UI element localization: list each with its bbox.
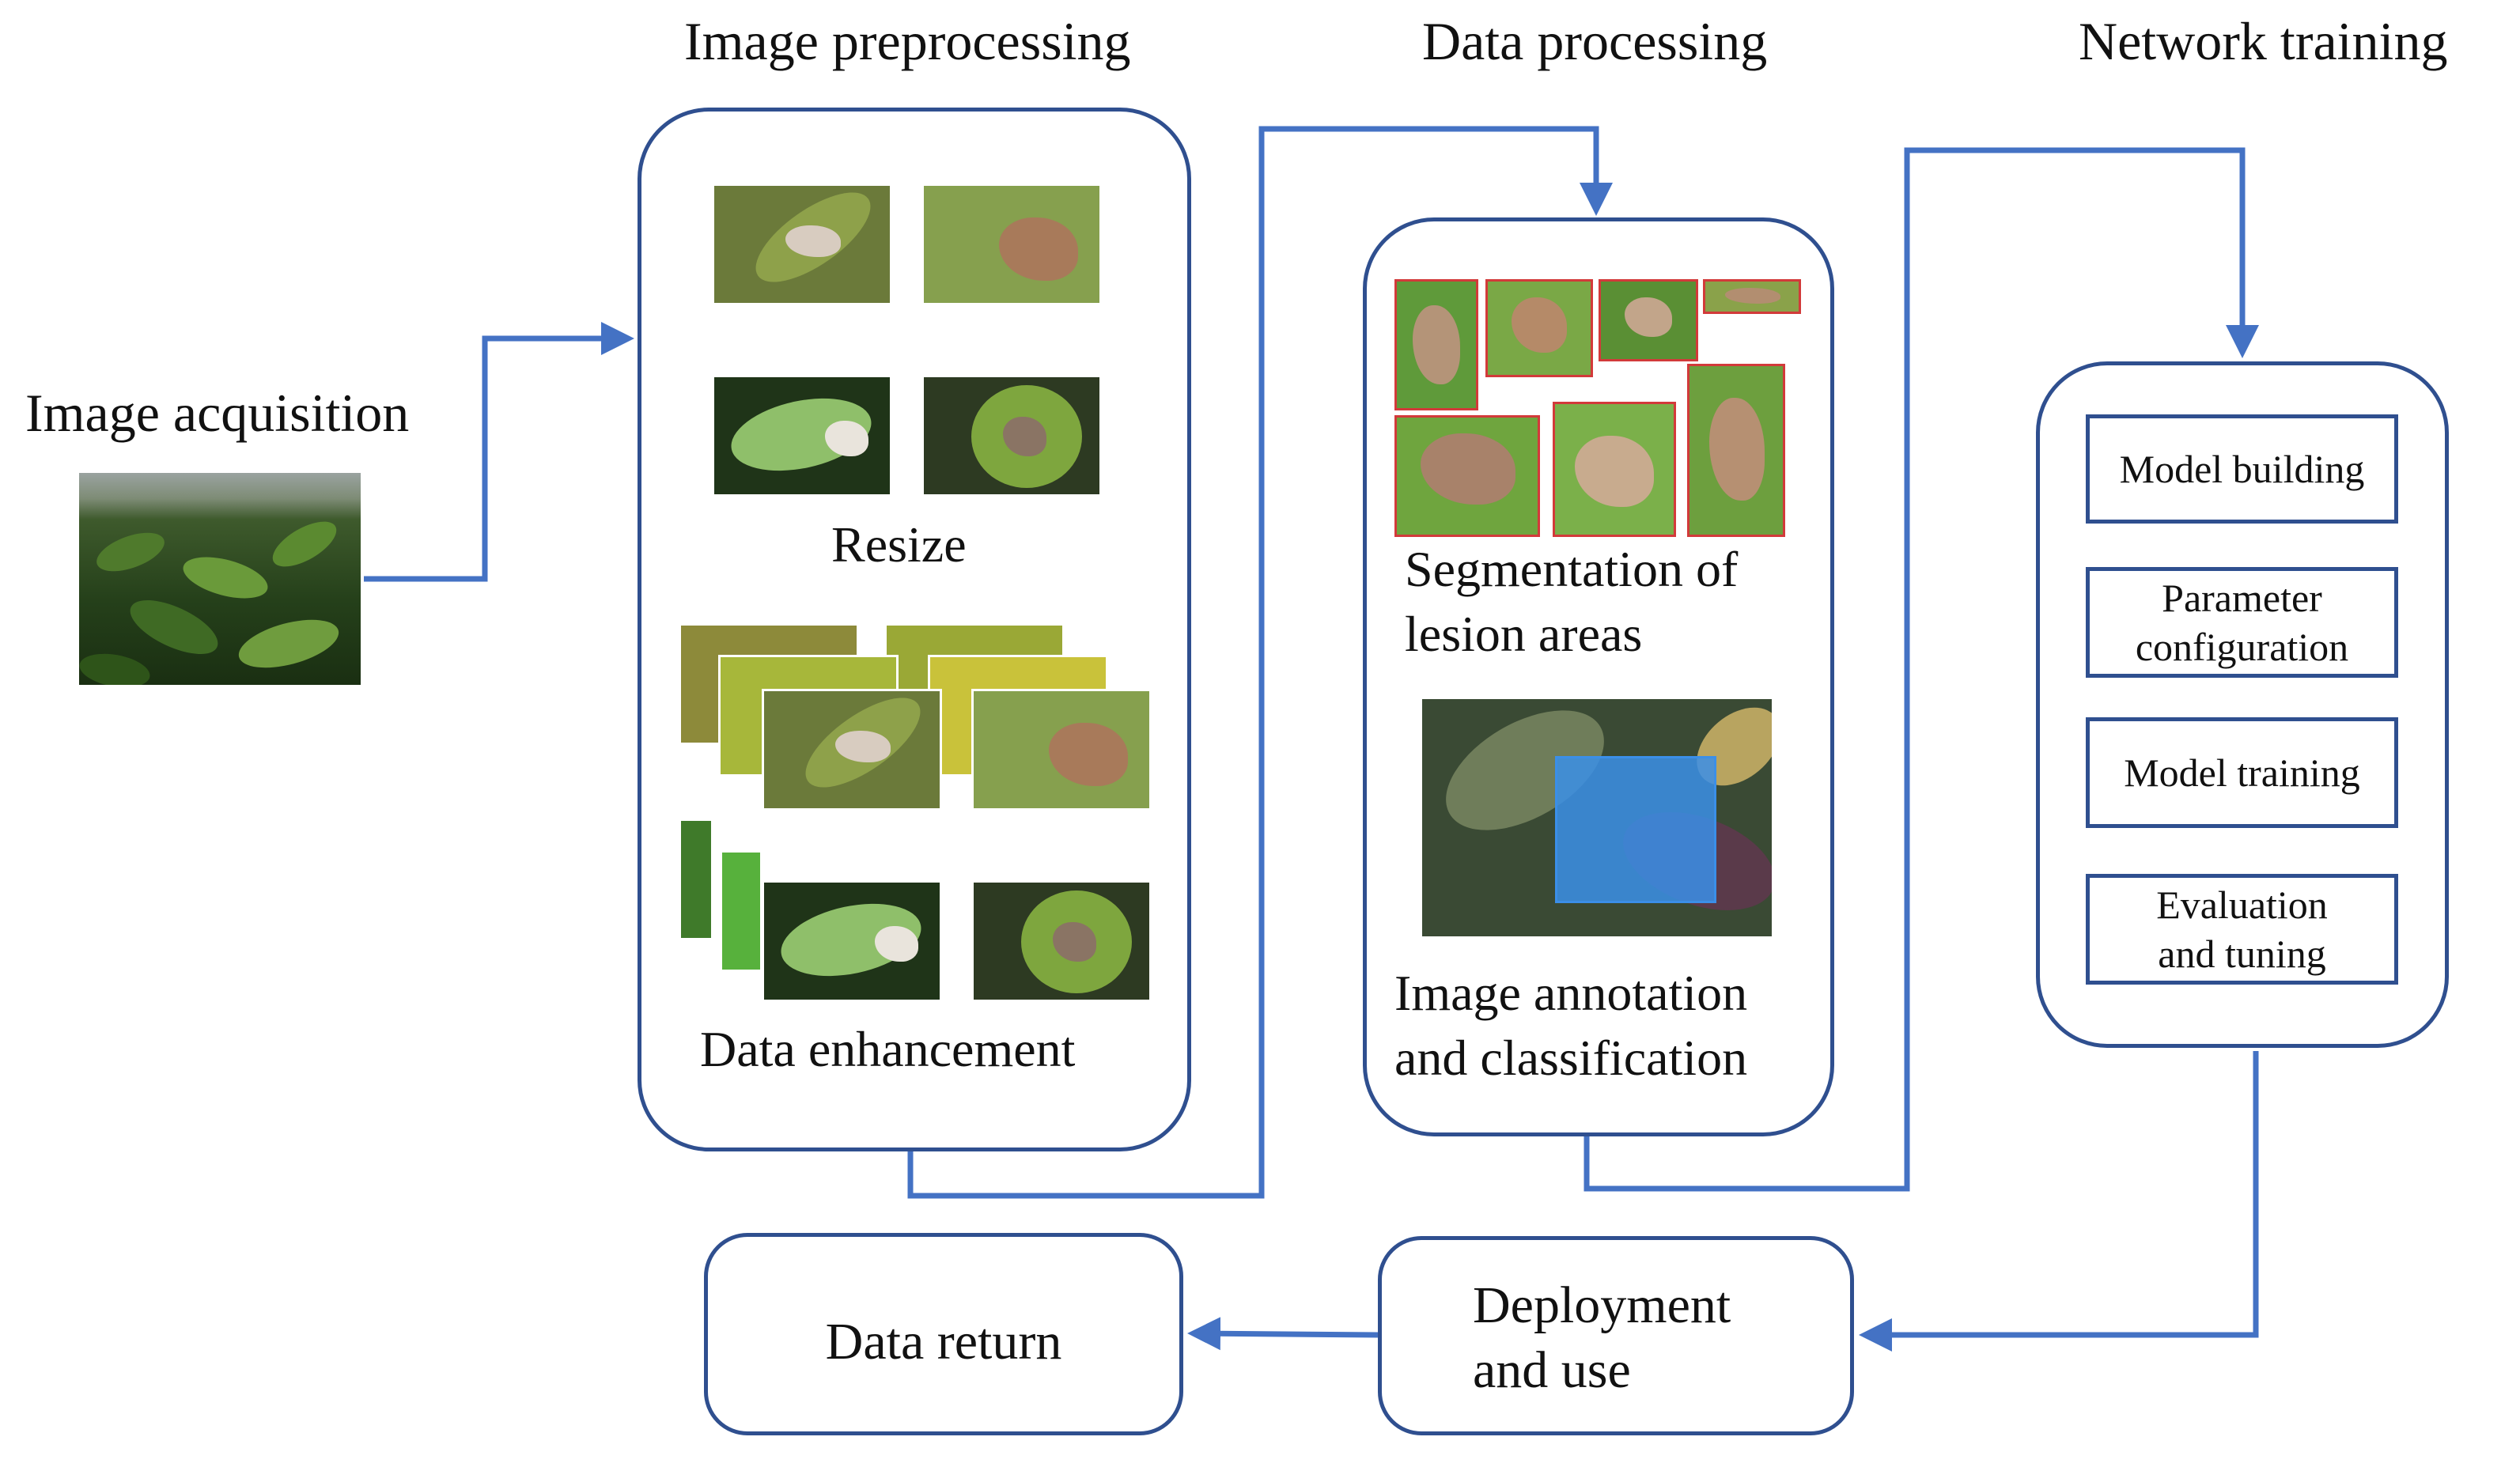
resize-label: Resize: [831, 516, 967, 573]
lesion-spot: [1413, 305, 1460, 384]
lesion-crop: [1394, 415, 1540, 537]
tea-field-photo: [79, 473, 361, 685]
deployment-label-line2: and use: [1473, 1341, 1631, 1399]
evaluation-tuning-step: Evaluation and tuning: [2086, 874, 2398, 985]
lesion-crop: [1703, 279, 1801, 314]
step-label-line1: Model training: [2124, 750, 2360, 795]
leaf-image: [974, 691, 1149, 808]
step-label-line1: Evaluation: [2156, 882, 2328, 927]
model-building-step: Model building: [2086, 414, 2398, 524]
lesion-spot: [1512, 297, 1567, 353]
data-return-label: Data return: [825, 1313, 1062, 1371]
annotation-bounding-box: [1555, 756, 1716, 903]
data-return-box: Data return: [704, 1233, 1183, 1435]
lesion-spot: [835, 731, 891, 762]
network-training-box: Model building Parameter configuration Mo…: [2036, 361, 2449, 1048]
network-training-heading: Network training: [2079, 11, 2448, 71]
augmented-leaf-image: [722, 853, 760, 970]
deployment-label-line1: Deployment: [1473, 1276, 1731, 1334]
lesion-spot: [1725, 288, 1780, 304]
leaf-image: [924, 377, 1099, 494]
arrow-deployment-to-data-return: [1187, 1317, 1379, 1351]
lesion-crop: [1394, 279, 1478, 410]
lesion-spot: [1053, 922, 1096, 962]
step-label-line2: and tuning: [2158, 932, 2326, 976]
lesion-spot: [999, 217, 1078, 281]
step-label-line2: configuration: [2135, 625, 2349, 669]
parameter-configuration-step: Parameter configuration: [2086, 567, 2398, 678]
lesion-spot: [825, 421, 868, 456]
step-label-line1: Model building: [2119, 446, 2365, 491]
data-enhancement-label: Data enhancement: [700, 1021, 1076, 1077]
leaf-image: [764, 883, 940, 1000]
lesion-spot: [1421, 433, 1515, 505]
arrow-acquisition-to-preprocessing: [364, 322, 634, 582]
lesion-crop: [1599, 279, 1698, 361]
lesion-spot: [1049, 723, 1128, 786]
segmentation-label-line1: Segmentation of: [1405, 541, 1739, 597]
leaf-image: [764, 691, 940, 808]
segmentation-label-line2: lesion areas: [1405, 606, 1643, 662]
leaf-image: [924, 186, 1099, 303]
annotation-label-line2: and classification: [1394, 1030, 1748, 1086]
lesion-spot: [875, 926, 918, 962]
lesion-crop: [1553, 402, 1676, 537]
image-acquisition-heading: Image acquisition: [25, 383, 410, 443]
lesion-spot: [785, 225, 841, 257]
lesion-spot: [1003, 417, 1046, 456]
lesion-crop: [1687, 364, 1785, 537]
arrow-network-training-to-deployment: [1859, 1051, 2259, 1352]
leaf-image: [714, 377, 890, 494]
image-preprocessing-box: Resize Data enhancement: [638, 108, 1191, 1151]
leaf-image: [714, 186, 890, 303]
arrow-preprocessing-to-data-processing: [907, 126, 1613, 1199]
model-training-step: Model training: [2086, 717, 2398, 828]
lesion-spot: [1625, 297, 1672, 337]
image-preprocessing-heading: Image preprocessing: [684, 11, 1131, 71]
deployment-box: Deployment and use: [1378, 1236, 1854, 1435]
annotation-image: [1422, 699, 1772, 936]
data-processing-box: Segmentation of lesion areas Image annot…: [1363, 217, 1834, 1136]
step-label-line1: Parameter: [2162, 575, 2322, 620]
augmented-leaf-image: [681, 821, 711, 938]
leaf-image: [974, 883, 1149, 1000]
data-processing-heading: Data processing: [1422, 11, 1768, 71]
lesion-crop: [1485, 279, 1593, 377]
annotation-label-line1: Image annotation: [1394, 965, 1748, 1021]
lesion-spot: [1575, 436, 1654, 507]
arrow-data-processing-to-network-training: [1584, 147, 2259, 1192]
lesion-spot: [1709, 398, 1765, 501]
